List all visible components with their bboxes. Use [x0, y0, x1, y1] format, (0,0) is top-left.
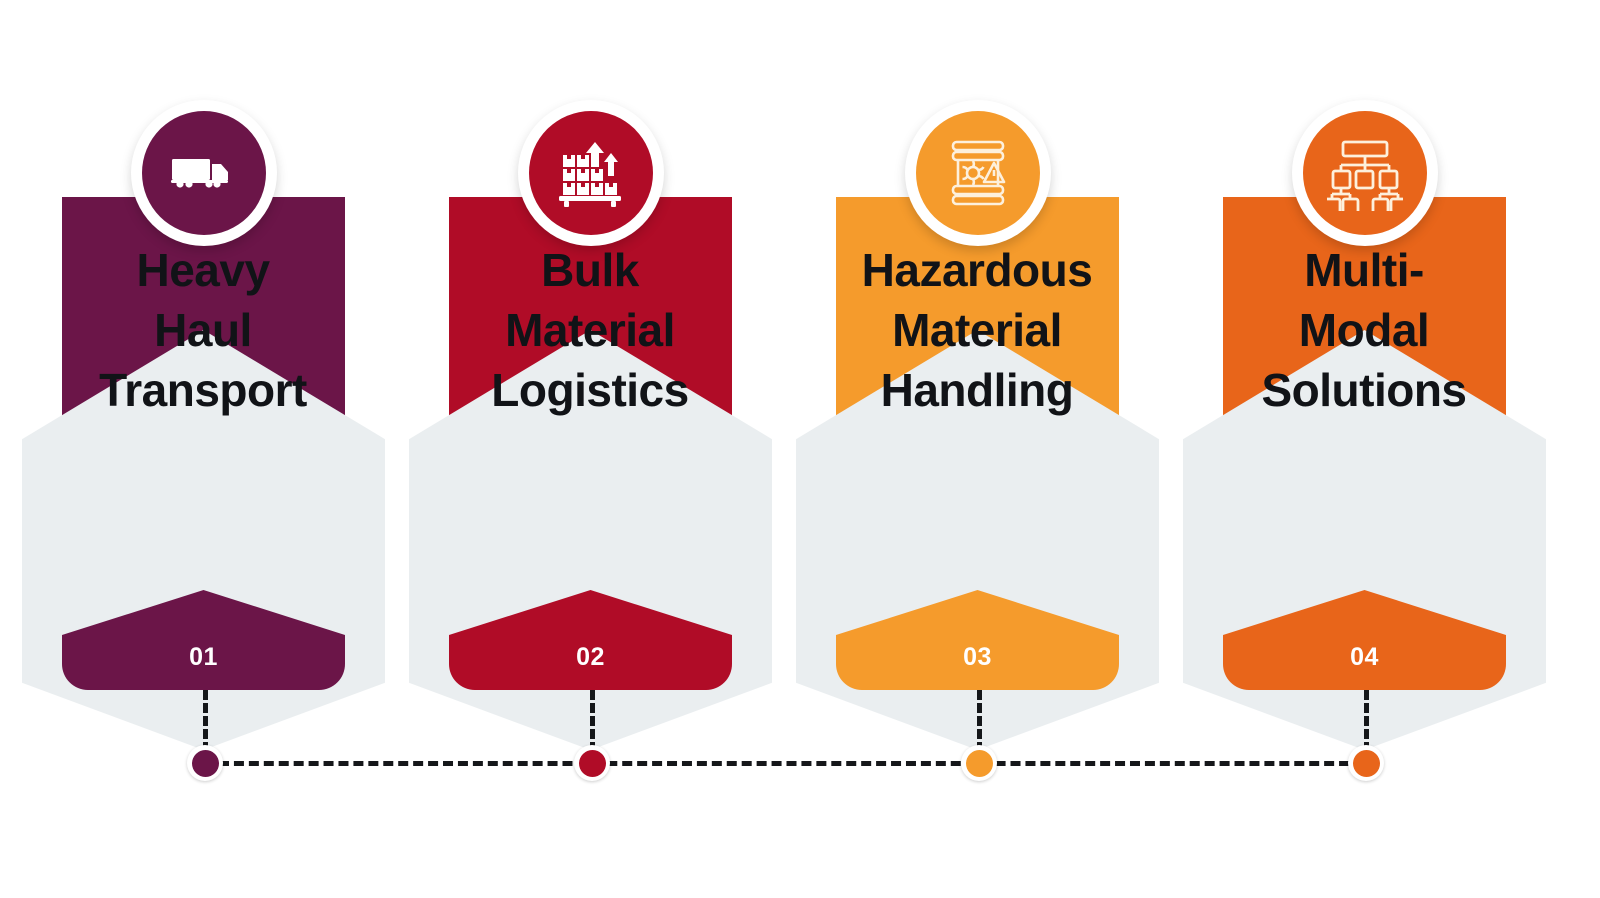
semi-truck-icon — [171, 159, 228, 188]
connector-horizontal-line — [219, 761, 1364, 766]
step-title-02: Bulk Material Logistics — [491, 244, 689, 416]
step-medallion-fill-01 — [142, 111, 266, 235]
step-medallion-fill-02 — [529, 111, 653, 235]
connector-node-04[interactable] — [1348, 745, 1384, 781]
stacked-boxes-arrows-icon — [559, 142, 621, 207]
connector-node-01[interactable] — [187, 745, 223, 781]
connector-stem-02 — [590, 690, 595, 752]
step-card-01[interactable]: Heavy Haul Transport 01 — [8, 100, 398, 750]
connector-node-dot-03 — [965, 749, 993, 777]
connector-node-dot-04 — [1352, 749, 1380, 777]
step-medallion-01 — [131, 100, 277, 246]
step-title-01: Heavy Haul Transport — [99, 244, 307, 416]
step-medallion-fill-03 — [916, 111, 1040, 235]
connector-node-dot-01 — [191, 749, 219, 777]
step-number-03: 03 — [963, 643, 992, 671]
step-card-03[interactable]: Hazardous Material Handling 03 — [782, 100, 1172, 750]
connector-stem-01 — [203, 690, 208, 752]
connector-node-03[interactable] — [961, 745, 997, 781]
connector-stem-04 — [1364, 690, 1369, 752]
step-number-02: 02 — [576, 643, 605, 671]
step-title-03: Hazardous Material Handling — [861, 244, 1093, 416]
step-medallion-fill-04 — [1303, 111, 1427, 235]
connector-stem-03 — [977, 690, 982, 752]
step-number-01: 01 — [189, 643, 218, 671]
connector-rail — [0, 690, 1600, 810]
hazard-barrel-icon — [951, 140, 1006, 206]
connector-node-02[interactable] — [574, 745, 610, 781]
step-card-02[interactable]: Bulk Material Logistics 02 — [395, 100, 785, 750]
hierarchy-network-icon — [1327, 140, 1403, 211]
step-medallion-03 — [905, 100, 1051, 246]
step-title-04: Multi- Modal Solutions — [1261, 244, 1467, 416]
step-medallion-02 — [518, 100, 664, 246]
step-card-04[interactable]: Multi- Modal Solutions 04 — [1169, 100, 1559, 750]
step-number-04: 04 — [1350, 643, 1379, 671]
connector-node-dot-02 — [578, 749, 606, 777]
step-medallion-04 — [1292, 100, 1438, 246]
